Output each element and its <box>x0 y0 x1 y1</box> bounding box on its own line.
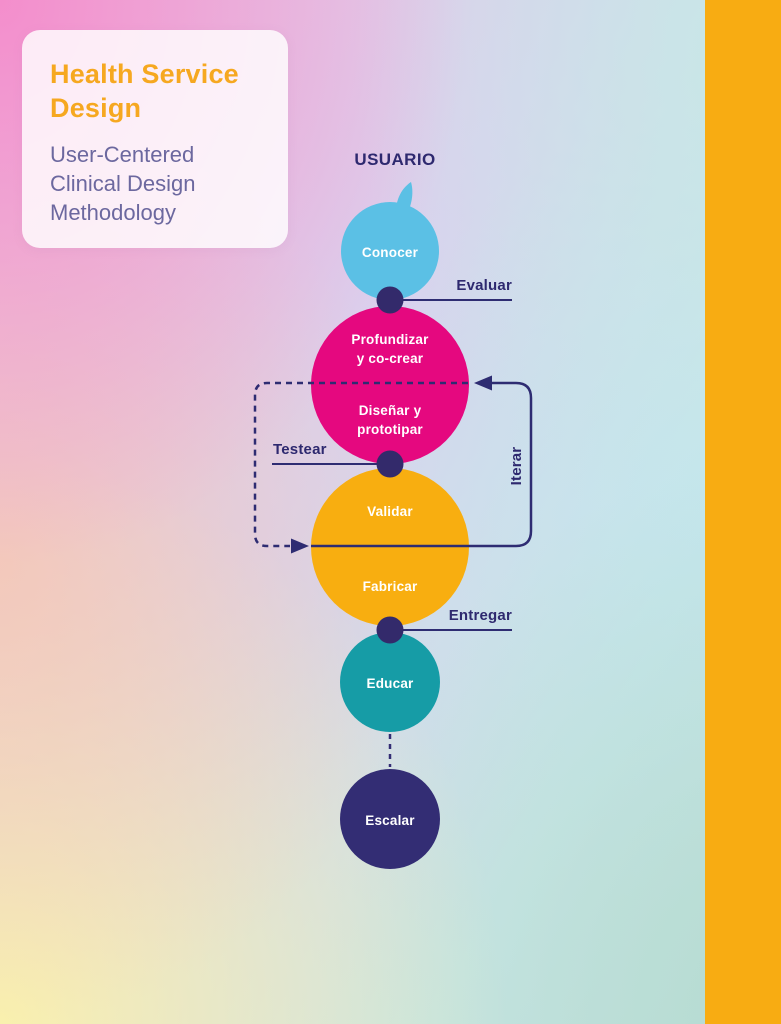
stage-label-line: Educar <box>366 676 414 691</box>
stage-circle-escalar <box>340 769 440 869</box>
stage-label-validar: Validar <box>310 502 470 521</box>
stage-label-line: Validar <box>367 504 413 519</box>
stage-label-line: y co-crear <box>356 351 424 366</box>
arrow-left-icon <box>474 375 492 391</box>
stage-circle-educar <box>340 632 440 732</box>
stage-label-educar: Educar <box>310 674 470 693</box>
page-subtitle: User-Centered Clinical Design Methodolog… <box>50 142 196 225</box>
stage-label-profundizar: Profundizar y co-crear <box>310 330 470 368</box>
testear-label: Testear <box>273 441 327 458</box>
stage-label-line: prototipar <box>357 422 423 437</box>
stage-label-disenar: Diseñar y prototipar <box>310 401 470 439</box>
right-accent-bar <box>705 0 781 1024</box>
stage-circle-conocer <box>341 202 439 300</box>
stage-label-line: Escalar <box>365 813 415 828</box>
page-title: Health Service Design <box>50 59 239 123</box>
arrow-right-icon <box>291 538 309 554</box>
stage-label-escalar: Escalar <box>310 811 470 830</box>
iterar-label: Iterar <box>507 446 525 486</box>
stage-label-line: Profundizar <box>351 332 429 347</box>
title-card: Health Service Design User-Centered Clin… <box>22 30 288 248</box>
entregar-label: Entregar <box>448 607 512 624</box>
stage-label-line: Conocer <box>361 245 419 260</box>
evaluar-label: Evaluar <box>456 277 512 294</box>
stage-label-line: Diseñar y <box>358 403 422 418</box>
stage-label-fabricar: Fabricar <box>310 577 470 596</box>
stage-label-line: Fabricar <box>362 579 418 594</box>
stage-circle-validar-fabricar <box>311 468 469 626</box>
usuario-label: USUARIO <box>354 150 436 169</box>
stage-label-conocer: Conocer <box>310 243 470 262</box>
